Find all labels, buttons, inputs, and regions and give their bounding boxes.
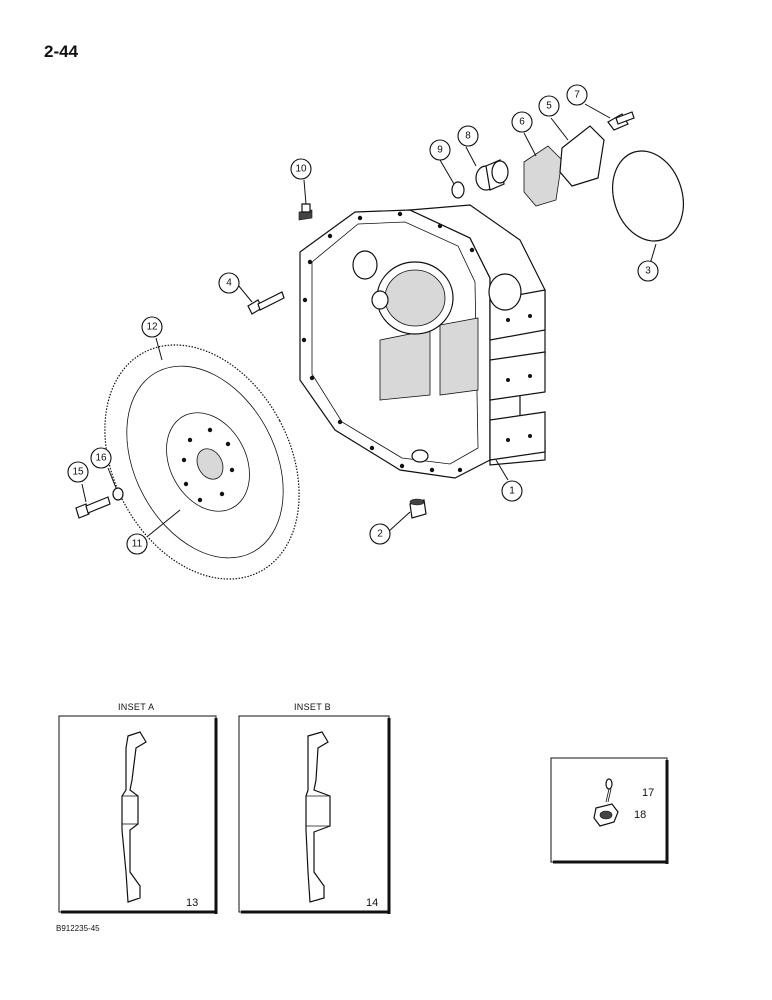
page-number: 2-44 bbox=[44, 42, 79, 61]
detail-label-18: 18 bbox=[634, 809, 646, 821]
callout-10-label: 10 bbox=[295, 164, 307, 175]
inset-a: 13 bbox=[58, 715, 218, 914]
fitting-10 bbox=[298, 203, 313, 221]
callout-11-label: 11 bbox=[132, 539, 143, 550]
callout-5: 5 bbox=[538, 95, 560, 117]
callout-9: 9 bbox=[429, 139, 451, 161]
detail-label-17: 17 bbox=[642, 787, 654, 799]
callout-1-label: 1 bbox=[509, 486, 515, 497]
callout-1: 1 bbox=[501, 480, 523, 502]
flywheel-housing bbox=[299, 204, 546, 479]
callout-3: 3 bbox=[637, 260, 659, 282]
gasket-6 bbox=[523, 145, 563, 207]
callout-8-label: 8 bbox=[465, 131, 471, 142]
drawing-code: B912235-45 bbox=[56, 924, 100, 933]
bolt-7 bbox=[607, 111, 635, 131]
callout-2-label: 2 bbox=[377, 529, 383, 540]
inset-b: 14 bbox=[238, 715, 391, 914]
callout-12: 12 bbox=[141, 316, 163, 338]
ring-9 bbox=[451, 181, 465, 199]
callout-2: 2 bbox=[369, 523, 391, 545]
inset-b-title: INSET B bbox=[294, 702, 331, 712]
callout-4-label: 4 bbox=[226, 278, 232, 289]
callout-8: 8 bbox=[457, 125, 479, 147]
callout-15-label: 15 bbox=[72, 467, 84, 478]
callout-3-label: 3 bbox=[645, 266, 651, 277]
inset-b-number: 14 bbox=[366, 897, 378, 909]
flywheel bbox=[104, 344, 300, 580]
washer-16 bbox=[112, 487, 124, 501]
bolt-4 bbox=[247, 291, 285, 315]
callout-15: 15 bbox=[67, 461, 89, 483]
callout-4: 4 bbox=[218, 272, 240, 294]
inset-a-number: 13 bbox=[186, 897, 198, 909]
callout-16: 16 bbox=[90, 447, 112, 469]
callout-7-label: 7 bbox=[574, 90, 580, 101]
plug-2 bbox=[409, 498, 427, 519]
bolt-15 bbox=[75, 496, 111, 519]
sleeve-8 bbox=[475, 159, 509, 191]
callout-10: 10 bbox=[290, 158, 312, 180]
callout-7: 7 bbox=[566, 84, 588, 106]
callout-5-label: 5 bbox=[546, 101, 552, 112]
cover-5 bbox=[559, 125, 605, 187]
callout-6-label: 6 bbox=[519, 117, 525, 128]
callout-9-label: 9 bbox=[437, 145, 443, 156]
leader-lines bbox=[81, 103, 657, 815]
callout-6: 6 bbox=[511, 111, 533, 133]
inset-a-title: INSET A bbox=[118, 702, 155, 712]
callout-11: 11 bbox=[126, 533, 148, 555]
detail-box: 17 18 bbox=[550, 757, 669, 864]
callout-12-label: 12 bbox=[146, 322, 158, 333]
oring-3 bbox=[612, 150, 684, 242]
callout-16-label: 16 bbox=[95, 453, 107, 464]
